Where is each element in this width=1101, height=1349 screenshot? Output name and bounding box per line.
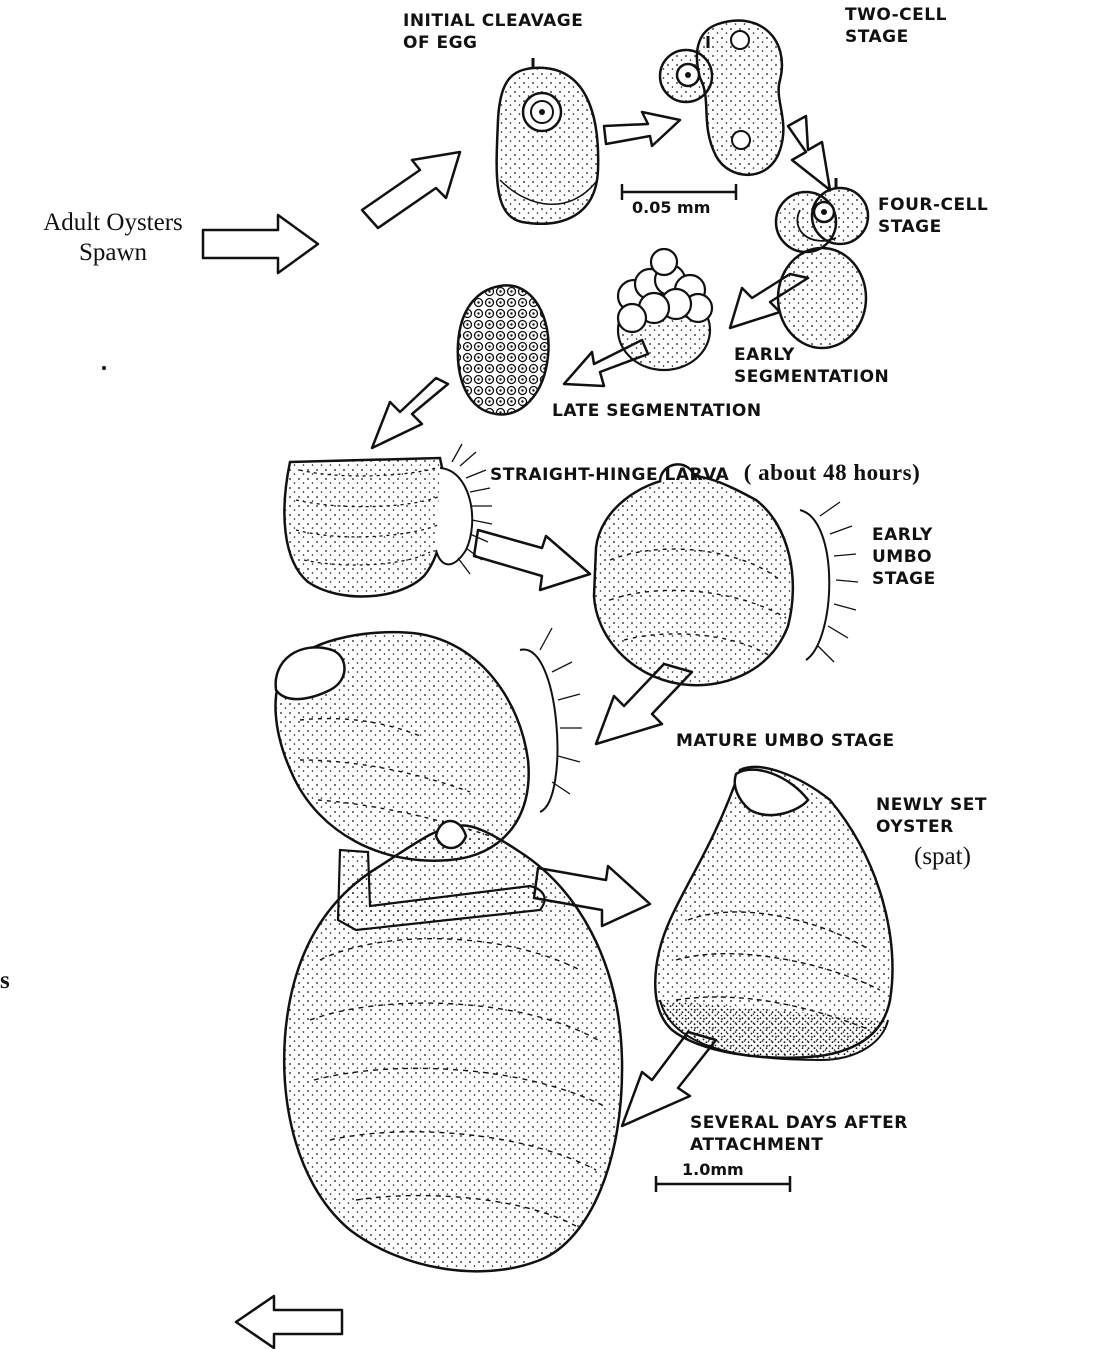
label-several-days-line2: ATTACHMENT: [690, 1134, 908, 1156]
scale-bar-small-label: 0.05 mm: [632, 198, 710, 217]
label-initial-cleavage-line1: INITIAL CLEAVAGE: [403, 10, 583, 32]
two-cell-illustration: [660, 21, 783, 175]
label-newly-set-oyster: NEWLY SET OYSTER: [876, 794, 987, 838]
label-initial-cleavage: INITIAL CLEAVAGE OF EGG: [403, 10, 583, 54]
label-four-cell-line1: FOUR-CELL: [878, 194, 988, 216]
label-early-umbo-stage: EARLY UMBO STAGE: [872, 524, 936, 590]
label-four-cell-line2: STAGE: [878, 216, 988, 238]
label-four-cell-stage: FOUR-CELL STAGE: [878, 194, 988, 238]
label-two-cell-stage: TWO-CELL STAGE: [845, 4, 947, 48]
label-newly-set-line1: NEWLY SET: [876, 794, 987, 816]
arrow-egg-to-two-cell: [604, 112, 680, 146]
four-cell-illustration: [776, 178, 868, 348]
early-segmentation-illustration: [618, 249, 712, 370]
label-straight-hinge-text: STRAIGHT-HINGE LARVA: [490, 465, 729, 485]
label-early-seg-line1: EARLY: [734, 344, 889, 366]
label-newly-set-line2: OYSTER: [876, 816, 987, 838]
speck: [102, 366, 106, 370]
label-two-cell-line1: TWO-CELL: [845, 4, 947, 26]
label-early-segmentation: EARLY SEGMENTATION: [734, 344, 889, 388]
label-mature-umbo-stage: MATURE UMBO STAGE: [676, 730, 895, 752]
scale-bar-large-label: 1.0mm: [682, 1160, 744, 1179]
early-umbo-stage-illustration: [594, 464, 858, 685]
label-adult-line2: Spawn: [28, 238, 198, 268]
newly-set-oyster-illustration: [655, 767, 892, 1060]
label-spat: (spat): [914, 842, 971, 872]
label-straight-hinge-larva: STRAIGHT-HINGE LARVA ( about 48 hours): [490, 462, 920, 486]
label-adult-oysters-spawn: Adult Oysters Spawn: [28, 208, 198, 268]
arrow-to-egg: [362, 152, 460, 228]
label-several-days-line1: SEVERAL DAYS AFTER: [690, 1112, 908, 1134]
margin-fragment: s: [0, 966, 10, 996]
label-straight-hinge-time: ( about 48 hours): [744, 460, 921, 485]
straight-hinge-larva-illustration: [284, 444, 492, 596]
arrow-two-cell-to-four-cell: [788, 116, 830, 190]
label-early-umbo-line2: UMBO: [872, 546, 936, 568]
label-two-cell-line2: STAGE: [845, 26, 947, 48]
arrow-spawn: [203, 215, 318, 273]
arrow-exit: [236, 1296, 342, 1348]
label-adult-line1: Adult Oysters: [28, 208, 198, 238]
egg-illustration: [497, 58, 599, 224]
label-early-umbo-line3: STAGE: [872, 568, 936, 590]
late-segmentation-illustration: [458, 285, 549, 414]
label-early-seg-line2: SEGMENTATION: [734, 366, 889, 388]
label-initial-cleavage-line2: OF EGG: [403, 32, 583, 54]
label-late-segmentation: LATE SEGMENTATION: [552, 400, 762, 422]
arrow-straight-hinge-to-early-umbo: [474, 530, 590, 590]
arrow-late-seg-to-straight-hinge: [372, 378, 448, 448]
label-early-umbo-line1: EARLY: [872, 524, 936, 546]
label-several-days-after-attachment: SEVERAL DAYS AFTER ATTACHMENT: [690, 1112, 908, 1156]
